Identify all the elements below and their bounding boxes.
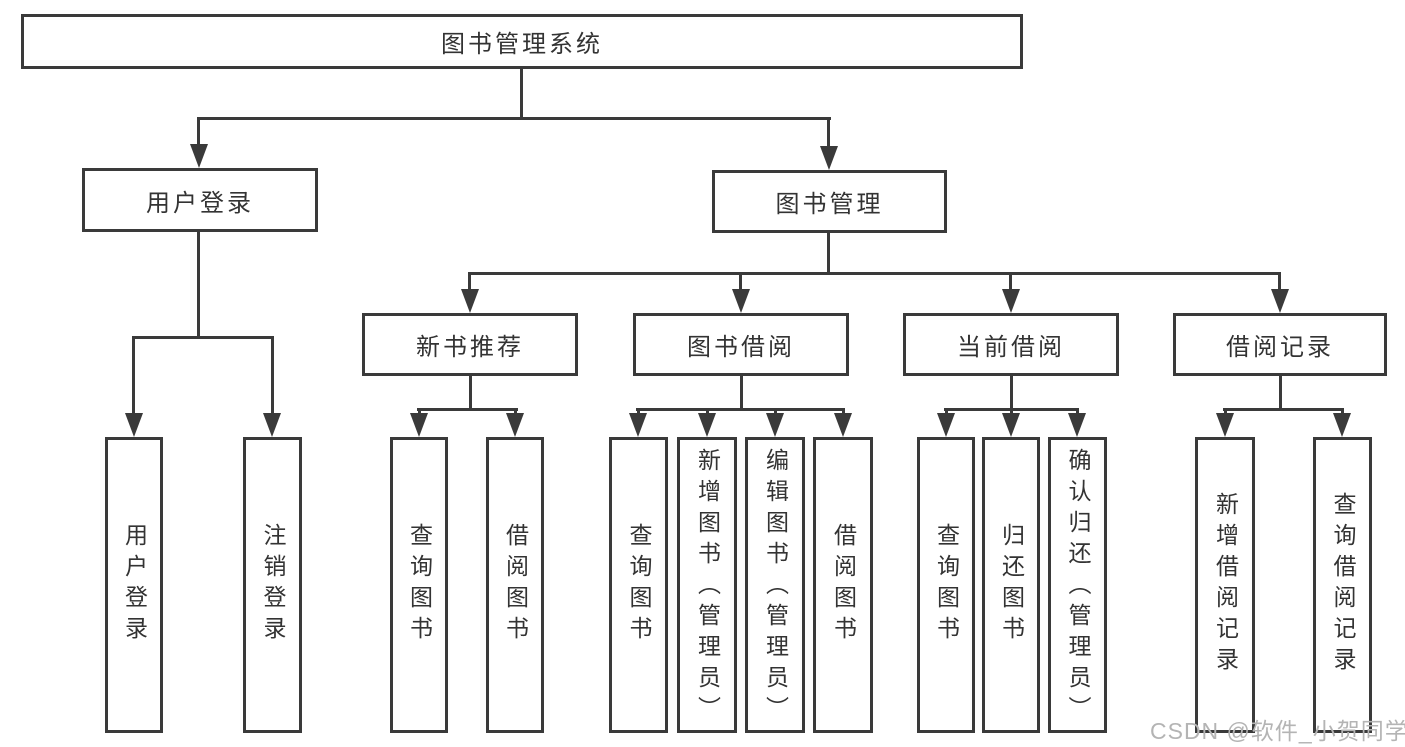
watermark: CSDN @软件_小贺同学 [1150, 718, 1405, 744]
node-new-book-recommend: 新书推荐 [362, 313, 578, 376]
connector-line [706, 408, 709, 417]
connector-line [827, 233, 830, 274]
connector-line [739, 274, 742, 290]
connector-line [637, 408, 640, 417]
connector-line [468, 272, 1281, 275]
connector-line [417, 408, 518, 411]
arrow-down-icon [125, 413, 143, 437]
node-current-borrowing: 当前借阅 [903, 313, 1119, 376]
arrow-down-icon [410, 413, 428, 437]
arrow-down-icon [461, 289, 479, 313]
arrow-down-icon [937, 413, 955, 437]
arrow-down-icon [766, 413, 784, 437]
arrow-down-icon [263, 413, 281, 437]
leaf-query-borrow-record: 查询借阅记录 [1313, 437, 1372, 733]
arrow-down-icon [1002, 289, 1020, 313]
connector-line [271, 338, 274, 415]
connector-line [1076, 408, 1079, 417]
leaf-borrow-books: 借阅图书 [813, 437, 873, 733]
connector-line [1341, 408, 1344, 417]
connector-line [197, 117, 831, 120]
connector-line [636, 408, 845, 411]
leaf-borrow-books-recommend: 借阅图书 [486, 437, 544, 733]
connector-line [197, 232, 200, 338]
leaf-edit-books-admin: 编辑图书（管理员） [745, 437, 805, 733]
connector-line [469, 376, 472, 410]
connector-line [520, 67, 523, 119]
arrow-down-icon [629, 413, 647, 437]
arrow-down-icon [1271, 289, 1289, 313]
arrow-down-icon [1002, 413, 1020, 437]
connector-line [1009, 274, 1012, 290]
arrow-down-icon [834, 413, 852, 437]
connector-line [842, 408, 845, 417]
node-book-management: 图书管理 [712, 170, 947, 233]
leaf-logout: 注销登录 [243, 437, 302, 733]
arrow-down-icon [506, 413, 524, 437]
leaf-add-books-admin: 新增图书（管理员） [677, 437, 737, 733]
connector-line [514, 408, 517, 417]
connector-line [1010, 408, 1013, 417]
leaf-query-books-recommend: 查询图书 [390, 437, 448, 733]
connector-line [1279, 376, 1282, 410]
connector-line [740, 376, 743, 410]
arrow-down-icon [1216, 413, 1234, 437]
connector-line [468, 274, 471, 290]
arrow-down-icon [820, 146, 838, 170]
node-book-borrowing: 图书借阅 [633, 313, 849, 376]
connector-line [774, 408, 777, 417]
arrow-down-icon [190, 144, 208, 168]
node-borrowing-records: 借阅记录 [1173, 313, 1387, 376]
leaf-return-books: 归还图书 [982, 437, 1040, 733]
leaf-user-login: 用户登录 [105, 437, 163, 733]
arrow-down-icon [698, 413, 716, 437]
leaf-query-books-borrowing: 查询图书 [609, 437, 668, 733]
leaf-query-books-current: 查询图书 [917, 437, 975, 733]
connector-line [1223, 408, 1344, 411]
connector-line [1278, 274, 1281, 290]
connector-line [197, 119, 200, 147]
connector-line [132, 338, 135, 415]
connector-line [132, 336, 274, 339]
connector-line [827, 119, 830, 147]
leaf-confirm-return-admin: 确认归还（管理员） [1048, 437, 1107, 733]
node-user-login: 用户登录 [82, 168, 318, 232]
arrow-down-icon [1333, 413, 1351, 437]
connector-line [1224, 408, 1227, 417]
connector-line [945, 408, 948, 417]
arrow-down-icon [1068, 413, 1086, 437]
connector-line [418, 408, 421, 417]
leaf-add-borrow-record: 新增借阅记录 [1195, 437, 1255, 733]
connector-line [1010, 376, 1013, 410]
node-library-system: 图书管理系统 [21, 14, 1023, 69]
arrow-down-icon [732, 289, 750, 313]
